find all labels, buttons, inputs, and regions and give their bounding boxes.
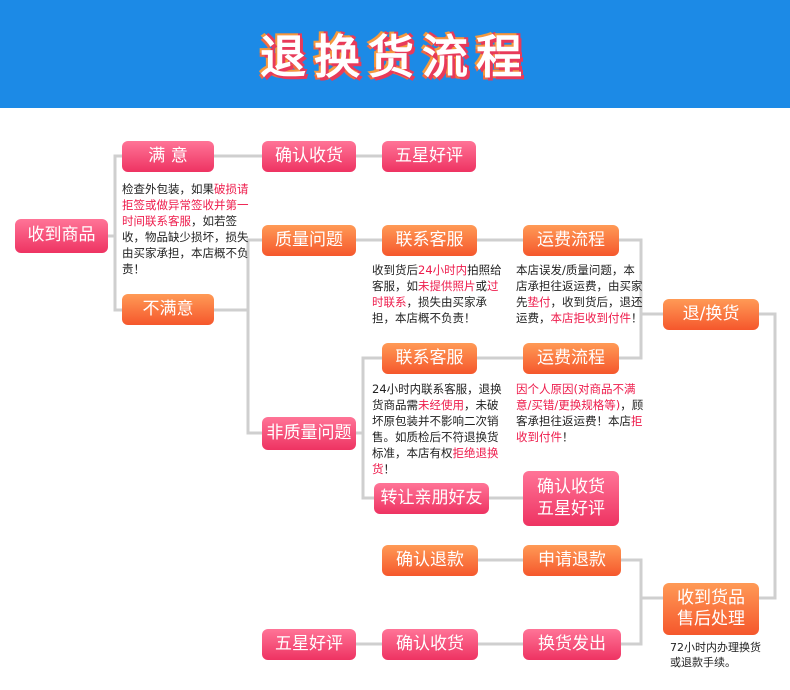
page-title: 退换货流程 — [260, 30, 530, 84]
after-sales-line2: 售后处理 — [677, 609, 745, 629]
connector-unsatisfied-quality — [214, 238, 262, 312]
confirm-five-star-line2: 五星好评 — [537, 498, 605, 519]
unsatisfied-node: 不满意 — [122, 294, 214, 325]
contact-cs-quality-node: 联系客服 — [382, 225, 477, 256]
confirm-five-star-line1: 确认收货 — [537, 477, 605, 498]
inspect-note: 检查外包装，如果破损请拒签或做异常签收并第一时间联系客服，如若签收，物品缺少损坏… — [122, 182, 249, 276]
confirm-refund-node: 确认退款 — [382, 545, 478, 576]
connector-shipping-return — [619, 238, 663, 316]
connector-nonquality-cs — [356, 356, 382, 435]
after-sales-note: 72小时内办理换货或退款手续。 — [670, 641, 761, 669]
header-banner: 退换货流程 — [0, 0, 790, 108]
confirm-receipt-top-node: 确认收货 — [262, 141, 356, 172]
quality-issue-node: 质量问题 — [262, 225, 356, 256]
nonquality-cs-note: 24小时内联系客服，退换货商品需未经使用，未破坏原包装并不影响二次销售。如质检后… — [372, 382, 502, 476]
connector-receive-unsatisfied — [113, 236, 122, 312]
shipping-flow-quality-node: 运费流程 — [523, 225, 619, 256]
quality-cs-note: 收到货后24小时内拍照给客服，如未提供照片或过时联系，损失由买家承担，本店概不负… — [372, 263, 502, 325]
confirm-five-star-node: 确认收货 五星好评 — [523, 471, 619, 526]
contact-cs-nonquality-node: 联系客服 — [382, 343, 477, 374]
five-star-bottom-node: 五星好评 — [262, 629, 356, 660]
after-sales-node: 收到货品 售后处理 — [663, 583, 759, 635]
connector-nonquality-transfer — [361, 433, 374, 500]
apply-refund-node: 申请退款 — [523, 545, 621, 576]
quality-shipping-note: 本店误发/质量问题，本店承担往返运费，由买家先垫付，收到货后，退还运费，本店拒收… — [516, 263, 643, 325]
connector-return-aftersales — [759, 312, 777, 600]
shipping-flow-nonquality-node: 运费流程 — [523, 343, 619, 374]
connector-unsatisfied-nonquality — [246, 310, 262, 435]
transfer-friend-node: 转让亲朋好友 — [374, 483, 489, 514]
satisfied-node: 满 意 — [122, 141, 214, 172]
after-sales-line1: 收到货品 — [677, 587, 745, 608]
return-exchange-node: 退/换货 — [663, 299, 759, 330]
confirm-receipt-bottom-node: 确认收货 — [382, 629, 478, 660]
connector-receive-satisfied — [108, 154, 122, 238]
connector-shipping2-return — [619, 314, 643, 360]
connector-aftersales-refund — [621, 558, 663, 600]
five-star-top-node: 五星好评 — [382, 141, 476, 172]
connector-aftersales-exchange — [621, 598, 643, 646]
exchange-shipped-node: 换货发出 — [523, 629, 621, 660]
non-quality-issue-node: 非质量问题 — [262, 417, 356, 450]
nonquality-shipping-note: 因个人原因(对商品不满意/买错/更换规格等)，顾客承担往返运费！本店拒收到付件！ — [516, 382, 644, 444]
receive-goods-node: 收到商品 — [15, 219, 108, 253]
